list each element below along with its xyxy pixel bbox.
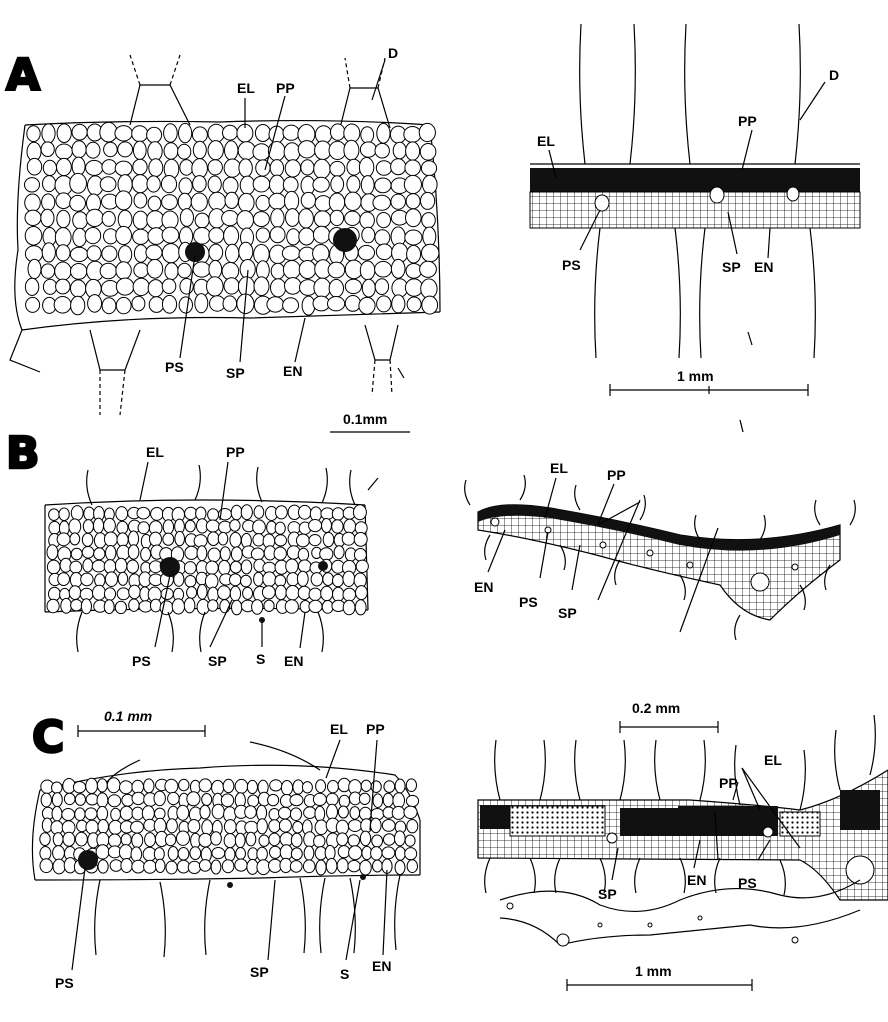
panel-a-left-section: EL PP D PS SP EN 0.1mm [10, 45, 440, 432]
b-right-label-en: EN [474, 579, 493, 595]
panel-b-right-section: EL PP EN PS SP [465, 460, 856, 640]
c-right-label-sp: SP [598, 886, 617, 902]
c-left-scale-label: 0.1 mm [104, 708, 152, 724]
b-right-label-sp: SP [558, 605, 577, 621]
c-left-label-el: EL [330, 721, 348, 737]
c-right-top-scale-label: 0.2 mm [632, 700, 680, 716]
a-left-label-en: EN [283, 363, 302, 379]
b-left-vascular-bundle-1 [160, 557, 180, 577]
a-left-label-pp: PP [276, 80, 295, 96]
a-right-spongy-band [530, 192, 860, 228]
a-right-label-pp: PP [738, 113, 757, 129]
a-right-label-en: EN [754, 259, 773, 275]
c-right-label-el: EL [764, 752, 782, 768]
c-left-label-pp: PP [366, 721, 385, 737]
c-left-vascular-bundle [78, 850, 98, 870]
panel-c-left-section: 0.1 mm EL PP PS SP S EN [32, 708, 420, 991]
b-left-label-sp: SP [208, 653, 227, 669]
b-right-label-pp: PP [607, 467, 626, 483]
a-left-label-d: D [388, 45, 398, 61]
c-right-label-en: EN [687, 872, 706, 888]
panel-letter-a: A [6, 50, 40, 101]
c-right-label-pp: PP [719, 775, 738, 791]
a-right-palisade-band [530, 168, 860, 192]
a-left-label-ps: PS [165, 359, 184, 375]
a-right-label-sp: SP [722, 259, 741, 275]
a-right-label-el: EL [537, 133, 555, 149]
panel-letter-b: B [6, 428, 40, 479]
a-left-label-sp: SP [226, 365, 245, 381]
panel-a-right-section: EL PP D PS SP EN 1 mm [530, 24, 860, 432]
a-right-label-d: D [829, 67, 839, 83]
c-right-label-ps: PS [738, 875, 757, 891]
a-left-scale-label: 0.1mm [343, 411, 387, 427]
c-right-small-section [500, 880, 860, 945]
a-right-scale-label: 1 mm [677, 368, 714, 384]
a-right-label-ps: PS [562, 257, 581, 273]
b-left-label-pp: PP [226, 444, 245, 460]
panel-letter-c: C [32, 712, 64, 763]
c-left-label-s: S [340, 966, 349, 982]
a-left-vascular-bundle-2 [333, 228, 357, 252]
a-left-label-el: EL [237, 80, 255, 96]
b-left-label-s: S [256, 651, 265, 667]
b-left-label-el: EL [146, 444, 164, 460]
panel-c-right-section: 0.2 mm PP EL SP EN PS [478, 700, 888, 991]
c-left-label-en: EN [372, 958, 391, 974]
b-left-label-ps: PS [132, 653, 151, 669]
c-left-label-ps: PS [55, 975, 74, 991]
b-right-label-el: EL [550, 460, 568, 476]
c-right-bottom-scale-label: 1 mm [635, 963, 672, 979]
b-left-vascular-bundle-2 [318, 561, 328, 571]
b-right-label-ps: PS [519, 594, 538, 610]
c-left-label-sp: SP [250, 964, 269, 980]
b-left-label-en: EN [284, 653, 303, 669]
panel-b-left-section: EL PP PS SP S EN [45, 444, 378, 669]
